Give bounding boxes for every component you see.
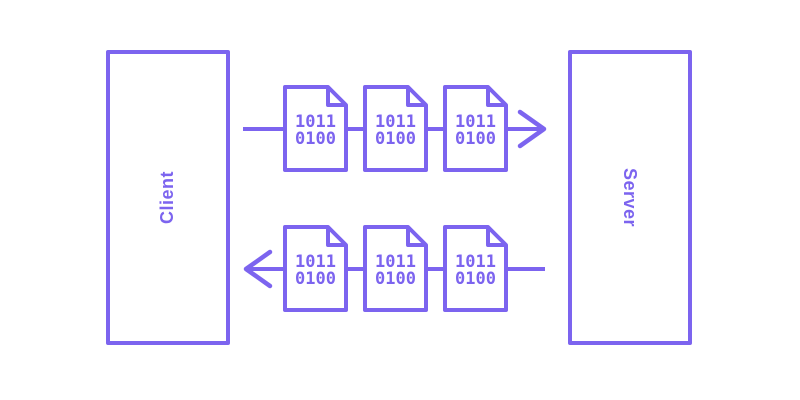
- client-box: Client: [106, 50, 230, 345]
- binary-line: 0100: [295, 269, 336, 289]
- document-outline: [363, 225, 428, 312]
- folded-corner-icon: [486, 227, 506, 247]
- binary-line: 0100: [455, 129, 496, 149]
- document-outline: [443, 85, 508, 172]
- binary-line: 1011: [295, 112, 336, 132]
- flow-server-to-client: [243, 249, 545, 289]
- document-outline: [363, 85, 428, 172]
- arrow-left-icon: [243, 249, 273, 289]
- document-icon: 1011 0100: [443, 85, 508, 172]
- document-outline: [443, 225, 508, 312]
- document-icon: 1011 0100: [363, 225, 428, 312]
- binary-line: 1011: [295, 252, 336, 272]
- folded-corner-icon: [486, 87, 506, 107]
- document-icon: 1011 0100: [443, 225, 508, 312]
- arrow-right-icon: [517, 109, 547, 149]
- server-box: Server: [568, 50, 692, 345]
- binary-line: 0100: [455, 269, 496, 289]
- folded-corner-icon: [326, 227, 346, 247]
- binary-line: 0100: [375, 269, 416, 289]
- binary-line: 1011: [455, 112, 496, 132]
- flow-client-to-server: [243, 109, 547, 149]
- server-label: Server: [620, 167, 641, 228]
- binary-payload: 1011 0100: [283, 225, 348, 312]
- document-outline: [283, 85, 348, 172]
- folded-corner-icon: [406, 227, 426, 247]
- binary-payload: 1011 0100: [283, 85, 348, 172]
- document-icon: 1011 0100: [363, 85, 428, 172]
- binary-payload: 1011 0100: [443, 225, 508, 312]
- document-icon: 1011 0100: [283, 85, 348, 172]
- document-icon: 1011 0100: [283, 225, 348, 312]
- folded-corner-icon: [406, 87, 426, 107]
- binary-line: 1011: [375, 252, 416, 272]
- folded-corner-icon: [326, 87, 346, 107]
- binary-payload: 1011 0100: [363, 85, 428, 172]
- binary-payload: 1011 0100: [443, 85, 508, 172]
- document-outline: [283, 225, 348, 312]
- client-label: Client: [157, 170, 178, 225]
- binary-line: 1011: [455, 252, 496, 272]
- binary-line: 0100: [295, 129, 336, 149]
- binary-payload: 1011 0100: [363, 225, 428, 312]
- binary-line: 1011: [375, 112, 416, 132]
- binary-line: 0100: [375, 129, 416, 149]
